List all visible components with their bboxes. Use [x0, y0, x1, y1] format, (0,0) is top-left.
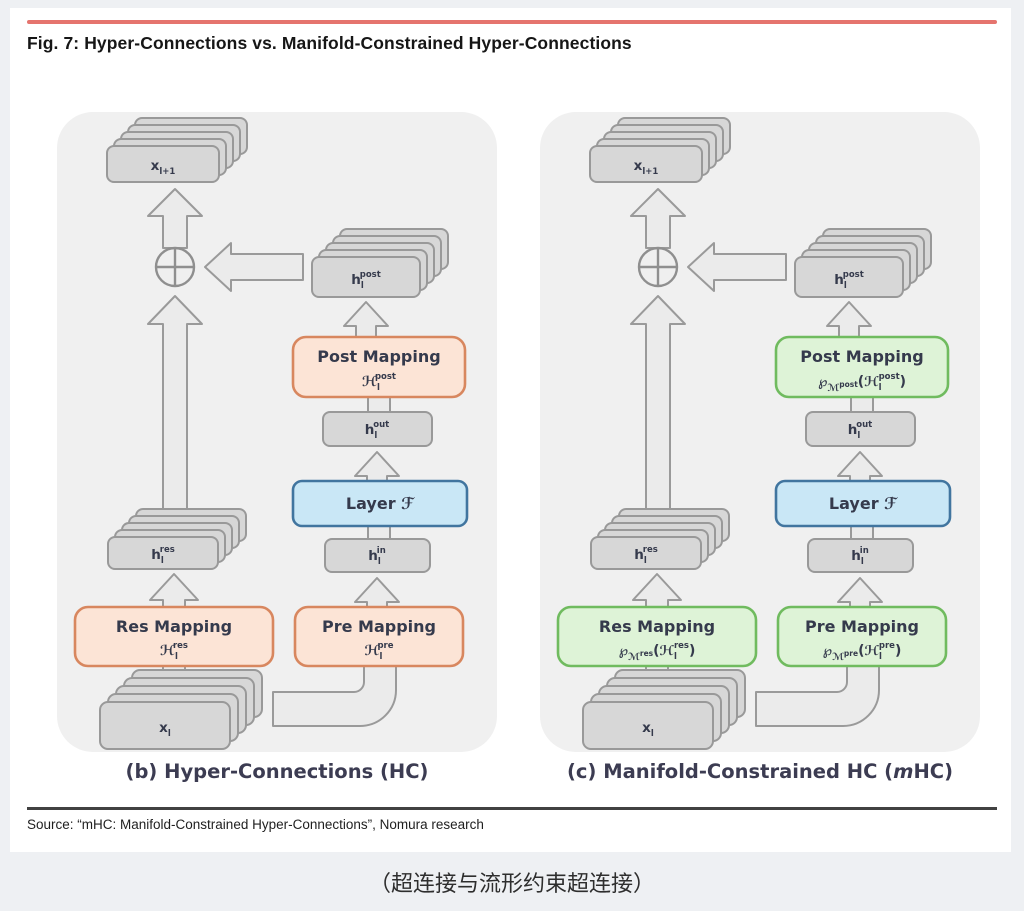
resmap-to-hres-arrow [632, 573, 682, 611]
residual-up-arrow [147, 295, 203, 513]
bottom-rule [27, 807, 997, 810]
layer-f-box: Layer ℱ [774, 479, 952, 528]
svg-text:Layer ℱ: Layer ℱ [829, 494, 898, 513]
svg-text:ℋlpre: ℋlpre [365, 641, 394, 662]
skip-pipe [272, 665, 397, 727]
h-post-stack: hlpost [311, 228, 449, 298]
caption-hc: (b) Hyper-Connections (HC) [125, 760, 429, 783]
plus-circle-icon [637, 246, 679, 288]
top-accent-rule [27, 20, 997, 24]
svg-text:℘ℳpost(ℋlpost): ℘ℳpost(ℋlpost) [818, 372, 906, 394]
postmap-to-hpost-arrow [826, 301, 872, 341]
svg-text:hlpost: hlpost [351, 270, 381, 291]
svg-text:hlin: hlin [851, 546, 869, 567]
h-post-stack: hlpost [794, 228, 932, 298]
hc-diagram: xl+1 hlpost hlre [73, 117, 469, 750]
svg-text:Layer ℱ: Layer ℱ [346, 494, 415, 513]
layer-to-hout-arrow [354, 451, 400, 485]
pre-mapping-box: Pre Mapping ℘ℳpre(ℋlpre) [776, 605, 948, 668]
panel-mhc: xl+1 hlpost hlres [540, 112, 980, 752]
svg-text:hlres: hlres [634, 545, 658, 566]
residual-up-arrow [630, 295, 686, 513]
res-mapping-box: Res Mapping ℘ℳres(ℋlres) [556, 605, 758, 668]
svg-text:hlin: hlin [368, 546, 386, 567]
caption-mhc: (c) Manifold-Constrained HC (mHC) [567, 760, 953, 783]
h-out-box: hlout [805, 411, 916, 447]
svg-text:xl: xl [642, 720, 654, 739]
svg-text:hlout: hlout [848, 420, 873, 441]
svg-text:Pre Mapping: Pre Mapping [322, 617, 436, 636]
x-next-stack: xl+1 [106, 117, 248, 183]
sum-to-output-arrow [630, 188, 686, 249]
svg-text:Res Mapping: Res Mapping [599, 617, 715, 636]
chinese-caption: （超连接与流形约束超连接） [368, 871, 655, 896]
res-mapping-box: Res Mapping ℋlres [73, 605, 275, 668]
svg-text:℘ℳres(ℋlres): ℘ℳres(ℋlres) [619, 641, 696, 663]
sum-to-output-arrow [147, 188, 203, 249]
captions-row: (b) Hyper-Connections (HC) (c) Manifold-… [57, 760, 997, 783]
h-out-box: hlout [322, 411, 433, 447]
premap-to-hin-arrow [354, 577, 400, 611]
svg-text:xl+1: xl+1 [151, 158, 176, 177]
post-mapping-rect [293, 337, 465, 397]
svg-text:Pre Mapping: Pre Mapping [805, 617, 919, 636]
post-mapping-box: Post Mapping ℘ℳpost(ℋlpost) [774, 335, 950, 399]
hpost-to-sum-arrow [204, 242, 304, 292]
layer-f-box: Layer ℱ [291, 479, 469, 528]
postmap-to-hpost-arrow [343, 301, 389, 341]
x-input-stack: xl [582, 669, 746, 750]
figure-title: Fig. 7: Hyper-Connections vs. Manifold-C… [27, 33, 632, 53]
h-res-stack: hlres [590, 508, 730, 570]
skip-pipe [755, 665, 880, 727]
hpost-to-sum-arrow [687, 242, 787, 292]
post-mapping-box: Post Mapping ℋlpost [291, 335, 467, 399]
svg-text:hlres: hlres [151, 545, 175, 566]
panel-hc: xl+1 hlpost hlre [57, 112, 497, 752]
svg-text:hlout: hlout [365, 420, 390, 441]
h-res-stack: hlres [107, 508, 247, 570]
svg-text:ℋlres: ℋlres [160, 641, 188, 662]
layer-to-hout-arrow [837, 451, 883, 485]
figure-card: Fig. 7: Hyper-Connections vs. Manifold-C… [10, 8, 1011, 852]
svg-text:Post Mapping: Post Mapping [317, 347, 440, 366]
svg-text:Post Mapping: Post Mapping [800, 347, 923, 366]
svg-text:℘ℳpre(ℋlpre): ℘ℳpre(ℋlpre) [823, 641, 902, 663]
h-in-box: hlin [324, 538, 431, 573]
premap-to-hin-arrow [837, 577, 883, 611]
svg-text:Res Mapping: Res Mapping [116, 617, 232, 636]
h-in-box: hlin [807, 538, 914, 573]
svg-text:hlpost: hlpost [834, 270, 864, 291]
x-next-stack: xl+1 [589, 117, 731, 183]
mhc-diagram: xl+1 hlpost hlres [556, 117, 952, 750]
svg-text:xl: xl [159, 720, 171, 739]
source-line: Source: “mHC: Manifold-Constrained Hyper… [27, 817, 484, 832]
resmap-to-hres-arrow [149, 573, 199, 611]
x-input-stack: xl [99, 669, 263, 750]
pre-mapping-box: Pre Mapping ℋlpre [293, 605, 465, 668]
panels-row: xl+1 hlpost hlre [57, 112, 997, 752]
svg-text:ℋlpost: ℋlpost [362, 372, 396, 393]
svg-text:xl+1: xl+1 [634, 158, 659, 177]
plus-circle-icon [154, 246, 196, 288]
